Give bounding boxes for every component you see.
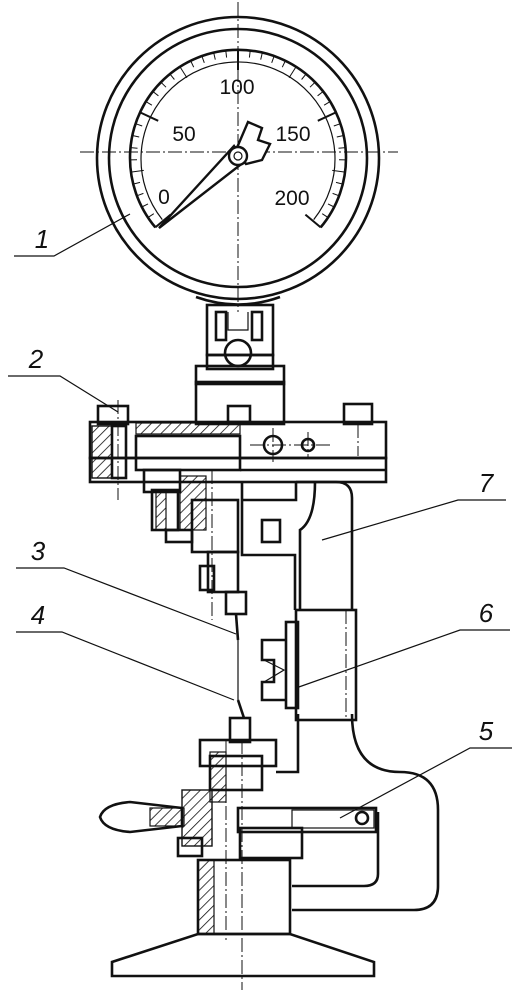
scale-label-200: 200 — [274, 187, 309, 210]
scale-tick — [288, 66, 297, 79]
scale-tick — [201, 56, 205, 63]
scale-tick — [304, 213, 322, 229]
side-clamp — [260, 608, 358, 722]
callout-6: 6 — [479, 598, 494, 628]
leader-6 — [295, 629, 510, 689]
scale-tick — [338, 147, 346, 149]
side-block-hatch — [91, 425, 113, 479]
scale-tick — [136, 192, 144, 197]
clamp-body — [294, 608, 358, 722]
handle-knob — [98, 800, 184, 834]
pressure-gauge: 0 50 100 150 200 — [80, 2, 398, 312]
lever-arm — [236, 806, 378, 834]
scale-tick — [130, 169, 144, 173]
leader-1 — [14, 213, 131, 257]
base-foot — [110, 932, 376, 978]
scale-label-0: 0 — [158, 186, 170, 209]
scale-tick — [333, 123, 341, 127]
callout-2: 2 — [28, 344, 44, 374]
callout-7: 7 — [479, 468, 495, 498]
scale-label-100: 100 — [219, 76, 254, 99]
callout-3: 3 — [31, 536, 46, 566]
scale-tick — [332, 192, 340, 197]
scale-tick — [327, 203, 335, 208]
scale-tick — [335, 181, 343, 185]
scale-tick — [336, 135, 344, 138]
callout-1: 1 — [35, 224, 49, 254]
upper-tip — [234, 613, 240, 641]
callout-4: 4 — [31, 600, 45, 630]
scale-tick — [132, 135, 140, 138]
bolt-head-left — [96, 404, 130, 426]
scale-tick — [169, 73, 175, 80]
scale-tick — [179, 66, 188, 79]
scale-tick — [190, 60, 195, 68]
scale-tick — [321, 213, 329, 219]
scale-tick — [152, 91, 159, 97]
stem-ball-joint — [223, 338, 253, 368]
slide-block — [134, 434, 242, 472]
scale-tick — [301, 73, 307, 80]
needle-pivot-pin — [233, 151, 243, 161]
scale-tick — [213, 52, 216, 60]
stem-body — [194, 380, 286, 426]
scale-tick — [281, 60, 286, 68]
leader-5 — [339, 747, 512, 819]
callout-5: 5 — [479, 716, 494, 746]
plate-section-hatch — [135, 422, 241, 435]
scale-label-50: 50 — [172, 123, 195, 146]
lower-assembly — [98, 640, 378, 990]
scale-tick — [317, 91, 324, 97]
leader-2 — [8, 375, 119, 413]
scale-tick — [133, 181, 141, 185]
scale-tick — [130, 147, 138, 149]
scale-tick — [248, 50, 251, 58]
needle-pivot — [227, 145, 249, 167]
scale-tick — [225, 50, 228, 58]
clamp-plate — [88, 400, 388, 500]
upper-holder — [142, 468, 248, 641]
scale-tick — [332, 169, 346, 173]
scale-tick — [135, 123, 143, 127]
scale-label-150: 150 — [275, 123, 310, 146]
scale-tick — [139, 111, 159, 122]
leader-4 — [16, 631, 235, 701]
scale-tick — [309, 81, 316, 88]
frame-bracket — [240, 480, 440, 912]
leader-lines — [8, 213, 512, 819]
scale-tick — [160, 81, 167, 88]
leader-3 — [16, 567, 237, 635]
scale-tick — [145, 101, 153, 106]
stem-nut — [194, 364, 286, 386]
scale-tick — [271, 56, 275, 63]
scale-tick — [317, 111, 337, 122]
clamp-jaw — [260, 638, 286, 702]
scale-tick — [147, 213, 155, 219]
handle-bush — [181, 789, 213, 847]
scale-tick — [141, 203, 149, 208]
scale-tick — [323, 101, 331, 106]
leader-7 — [321, 499, 506, 541]
scale-tick — [260, 52, 263, 60]
